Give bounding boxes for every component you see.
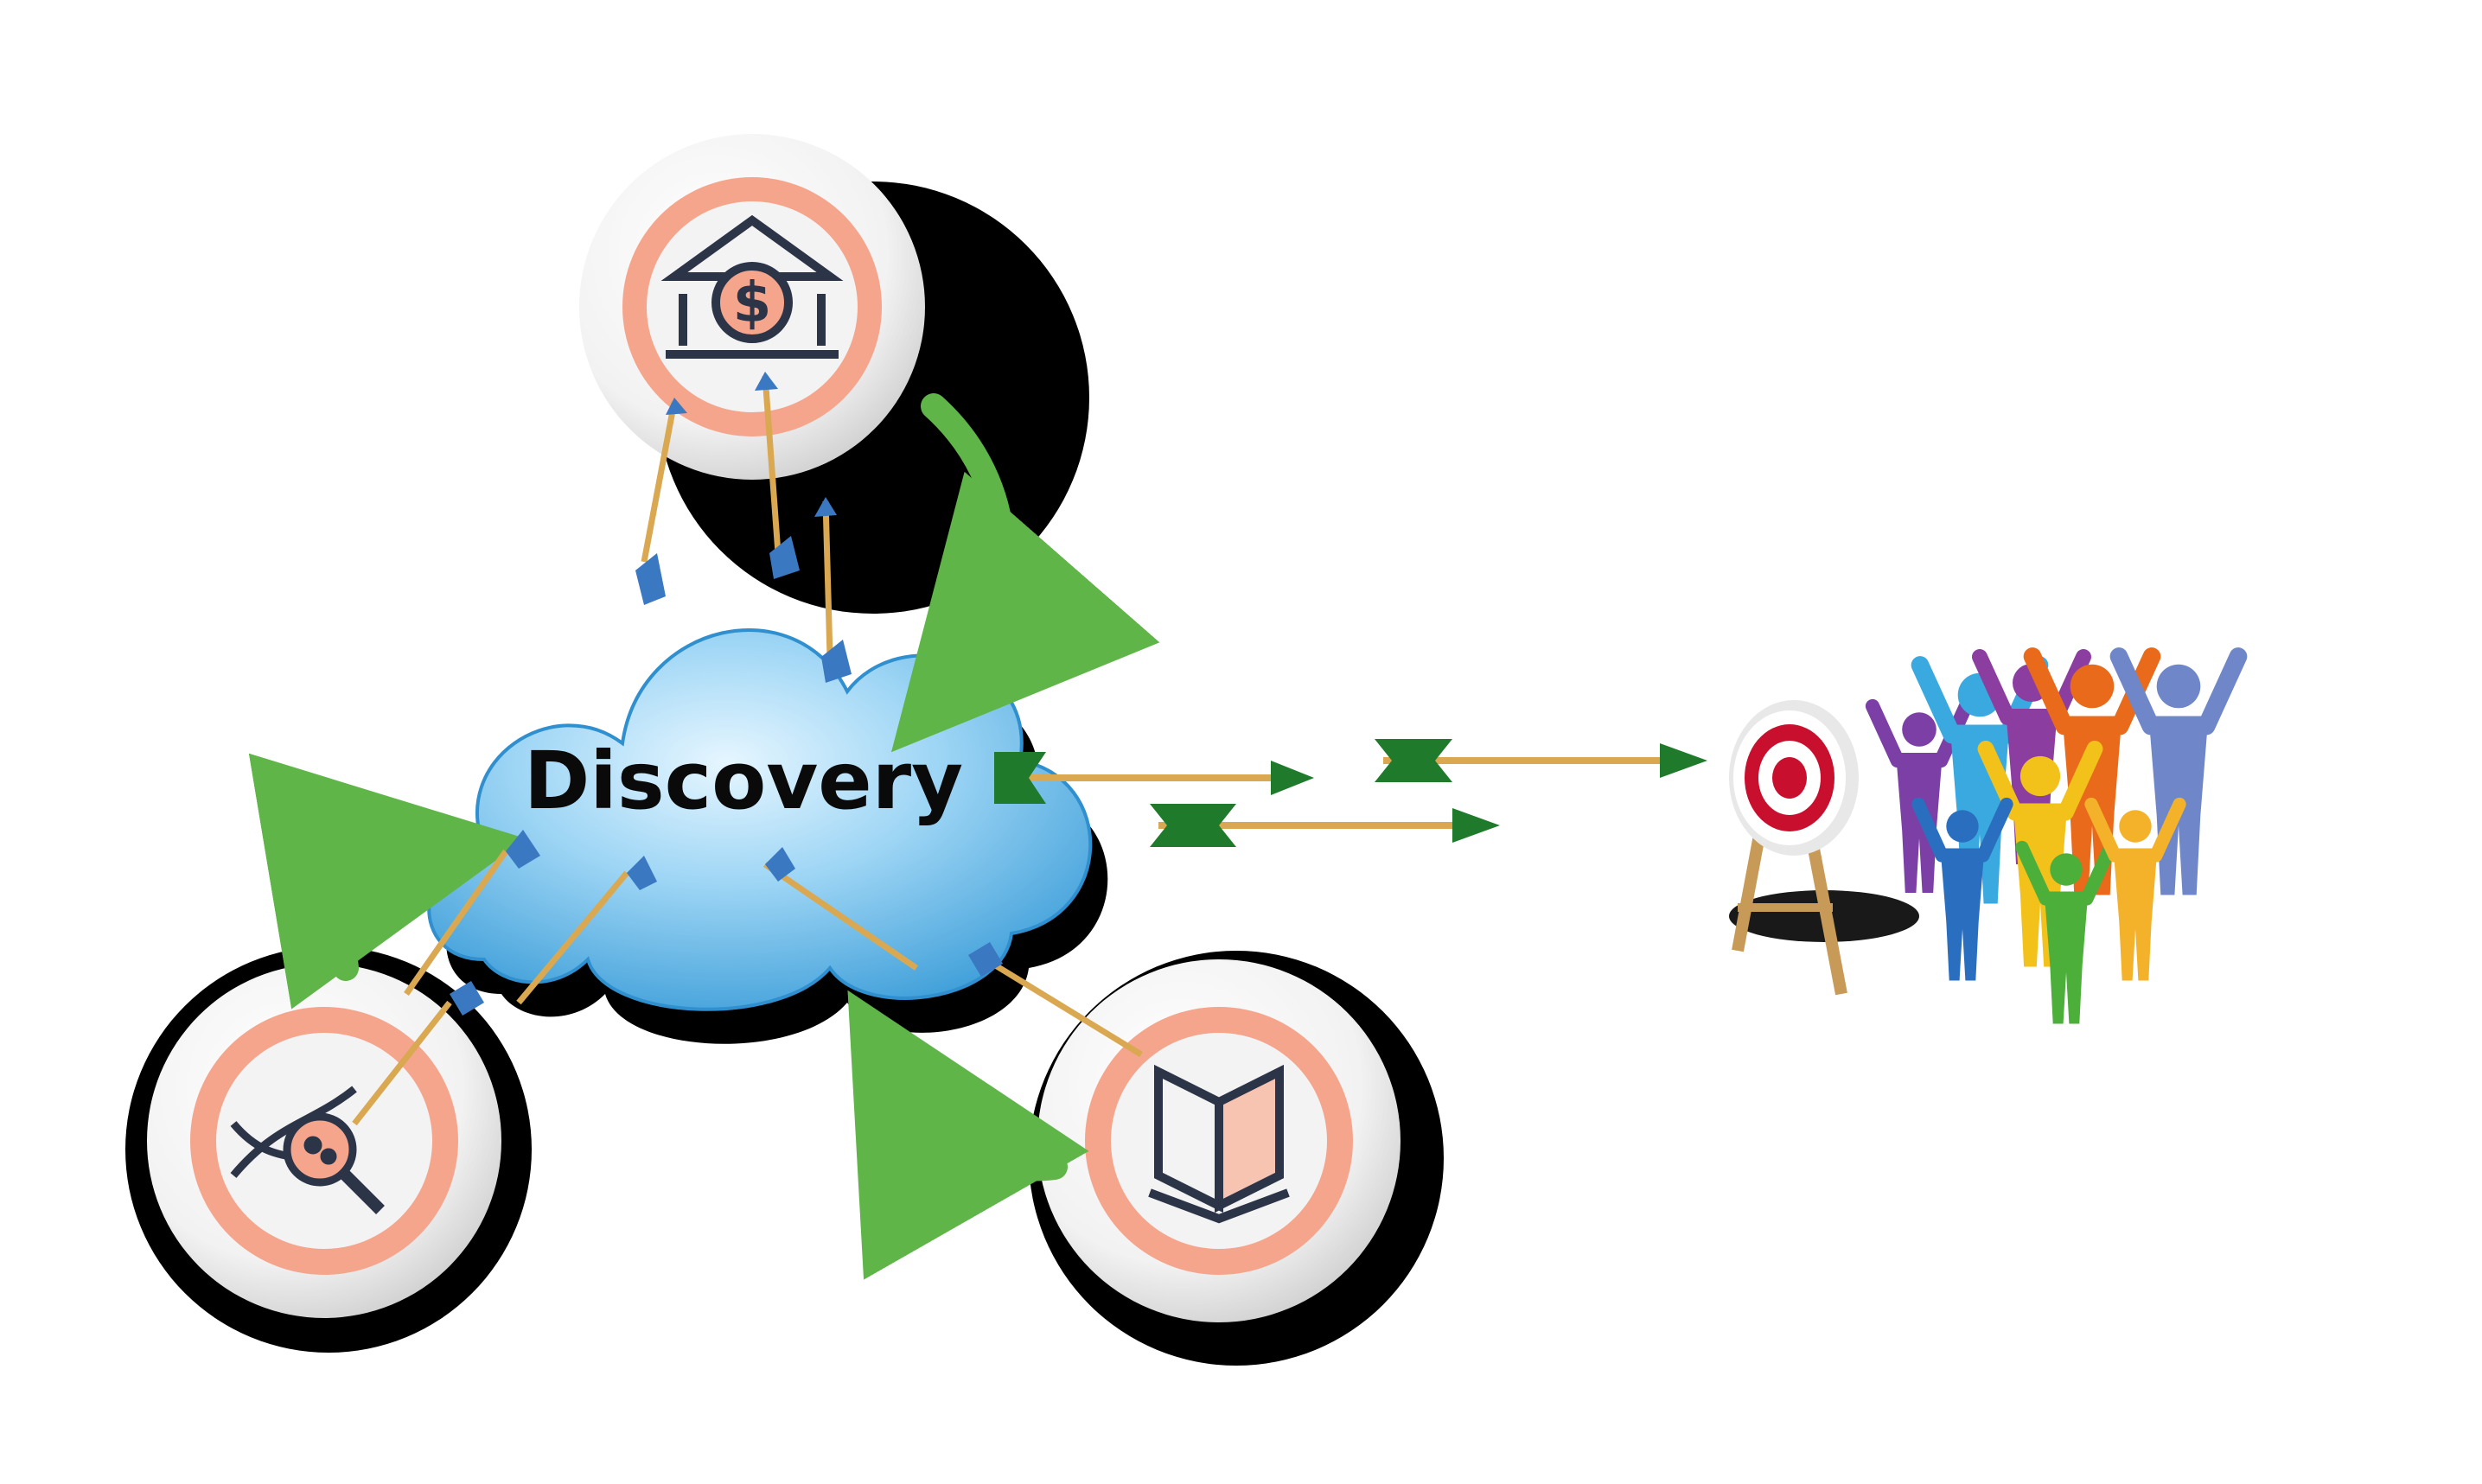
- person-figure: [1911, 797, 2013, 981]
- dna-magnifier-icon: [230, 1086, 385, 1214]
- node-funding: $: [579, 134, 1089, 614]
- flight-arrows: [994, 739, 1707, 847]
- bank-dollar-icon: $: [660, 214, 844, 359]
- node-research: [125, 946, 532, 1353]
- node-literature: [1029, 951, 1444, 1366]
- spoke-arrows: [352, 375, 1143, 1126]
- svg-text:$: $: [733, 271, 772, 335]
- open-book-icon: [1148, 1064, 1290, 1224]
- discovery-cloud: [427, 627, 1108, 1044]
- person-figure: [2015, 840, 2117, 1024]
- crowd-of-people-icon: [1865, 647, 2248, 1024]
- spoke-fletchings: [450, 372, 1003, 1016]
- discovery-label: Discovery: [524, 735, 963, 827]
- person-figure: [2084, 797, 2186, 981]
- cycle-arrows: [248, 393, 1160, 1280]
- target-on-easel-icon: [1729, 700, 1919, 996]
